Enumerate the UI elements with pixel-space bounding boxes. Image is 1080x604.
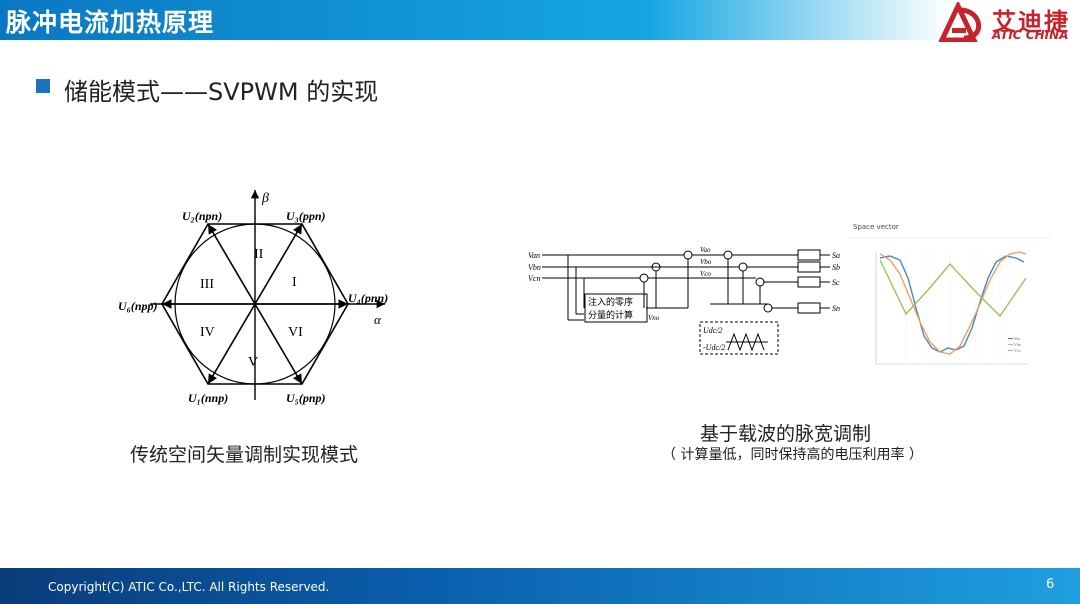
alpha-label: α <box>374 312 382 327</box>
sector-label: II <box>254 247 264 262</box>
beta-label: β <box>261 191 269 206</box>
output-label-sn: Sn <box>832 304 840 313</box>
zero-seq-block-line1: 注入的零序 <box>588 296 633 308</box>
sector-label: VI <box>288 325 303 340</box>
header-bar: 脉冲电流加热原理 <box>0 0 1080 40</box>
legend-vco: Vco <box>1014 348 1021 353</box>
carrier-label-pos: Udc/2 <box>703 326 723 335</box>
logo-name-cn: 艾迪捷 <box>992 8 1070 36</box>
vector-label-u4: U₄(pnn) <box>348 291 388 305</box>
sector-label: I <box>292 275 297 290</box>
sector-label: IV <box>200 325 215 340</box>
company-logo: 艾迪捷 ATIC CHINA <box>938 0 1080 43</box>
legend-vbo: Vbo <box>1014 342 1021 347</box>
right-figure-subcaption: （ 计算量低，同时保持高的电压利用率 ） <box>662 447 923 463</box>
vector-label-u1: U₁(nnp) <box>188 391 228 405</box>
legend-vao: Vao <box>1014 336 1020 341</box>
space-vector-waveform-chart: Space vector Vao Vbo Vco <box>850 223 1050 365</box>
logo-name-en: ATIC CHINA <box>992 28 1069 42</box>
mid-label-vco: Vco <box>700 270 711 278</box>
output-label-sb: Sb <box>832 263 840 272</box>
output-label-sa: Sa <box>832 251 840 260</box>
logo-mark-icon <box>938 0 982 43</box>
vector-label-u3: U₃(ppn) <box>286 209 326 223</box>
sector-label: III <box>200 277 214 292</box>
footer-bar: Copyright(C) ATIC Co.,LTC. All Rights Re… <box>0 568 1080 604</box>
carrier-pwm-block-diagram: Van Vbn Vcn Vao Vbo Vco Sa Sb Sc Sn 注入的零… <box>528 246 840 355</box>
mid-label-vao: Vao <box>700 246 711 254</box>
vector-label-u5: U₅(pnp) <box>286 391 326 405</box>
mid-label-vbo: Vbo <box>700 258 712 266</box>
vector-label-u2: U₂(npn) <box>182 209 222 223</box>
right-figure-caption: 基于载波的脉宽调制 <box>700 423 872 445</box>
slide-title: 脉冲电流加热原理 <box>6 8 215 37</box>
mini-chart-title: Space vector <box>853 223 899 231</box>
input-label-vbn: Vbn <box>528 263 541 272</box>
input-label-vcn: Vcn <box>528 274 540 283</box>
zero-seq-block-line2: 分量的计算 <box>588 309 633 321</box>
carrier-label-neg: -Udc/2 <box>703 343 725 352</box>
input-label-van: Van <box>528 251 540 260</box>
block-output-label: Vno <box>648 314 660 322</box>
page-number: 6 <box>1046 577 1055 592</box>
sector-label: V <box>248 355 258 370</box>
copyright-text: Copyright(C) ATIC Co.,LTC. All Rights Re… <box>48 580 330 594</box>
space-vector-hexagon-diagram: β α U₂(npn) U₃(ppn) U₄(pnn) U₅(pnp) U₁(n… <box>118 190 388 405</box>
vector-label-u6: U₆(npp) <box>118 299 158 313</box>
output-label-sc: Sc <box>832 278 840 287</box>
section-heading: 储能模式——SVPWM 的实现 <box>64 78 379 106</box>
left-figure-caption: 传统空间矢量调制实现模式 <box>130 444 359 466</box>
bullet-square-icon <box>36 79 50 93</box>
